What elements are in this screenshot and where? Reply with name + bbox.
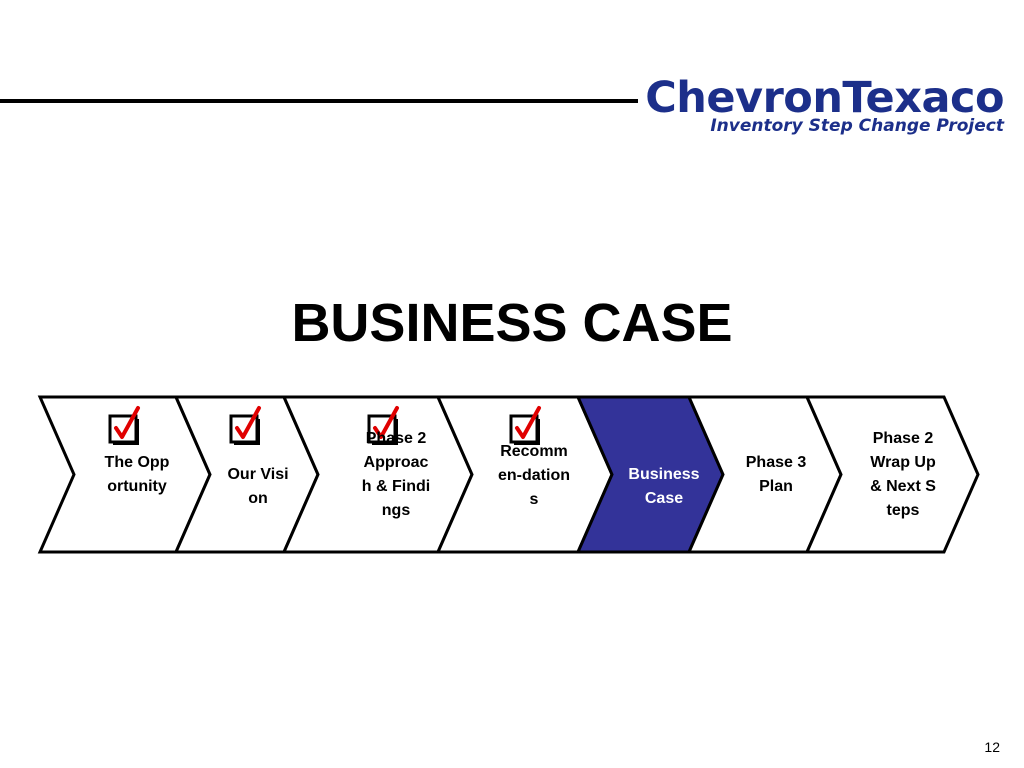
- step-label: Phase 3 Plan: [745, 454, 807, 495]
- step-label: Business Case: [628, 466, 700, 507]
- step-label: Phase 2 Approach & Findings: [361, 430, 431, 519]
- page-title: BUSINESS CASE: [291, 293, 733, 353]
- step-label: Phase 2 Wrap Up & Next Steps: [870, 430, 936, 519]
- project-tagline: Inventory Step Change Project: [710, 116, 1004, 136]
- company-logo: ChevronTexaco: [645, 73, 1004, 123]
- checked-box-icon: [367, 406, 399, 445]
- header-rule: [0, 99, 638, 103]
- checked-box-icon: [108, 406, 140, 445]
- checked-box-icon: [229, 406, 261, 445]
- step-label: The Opportunity: [104, 454, 170, 495]
- step-label: Our Vision: [227, 466, 289, 507]
- checked-box-icon: [509, 406, 541, 445]
- step-chevron: [804, 395, 980, 554]
- page-number: 12: [984, 739, 1000, 755]
- step-label: Recommen-dations: [498, 443, 570, 508]
- logo-block: ChevronTexaco Inventory Step Change Proj…: [645, 74, 1004, 136]
